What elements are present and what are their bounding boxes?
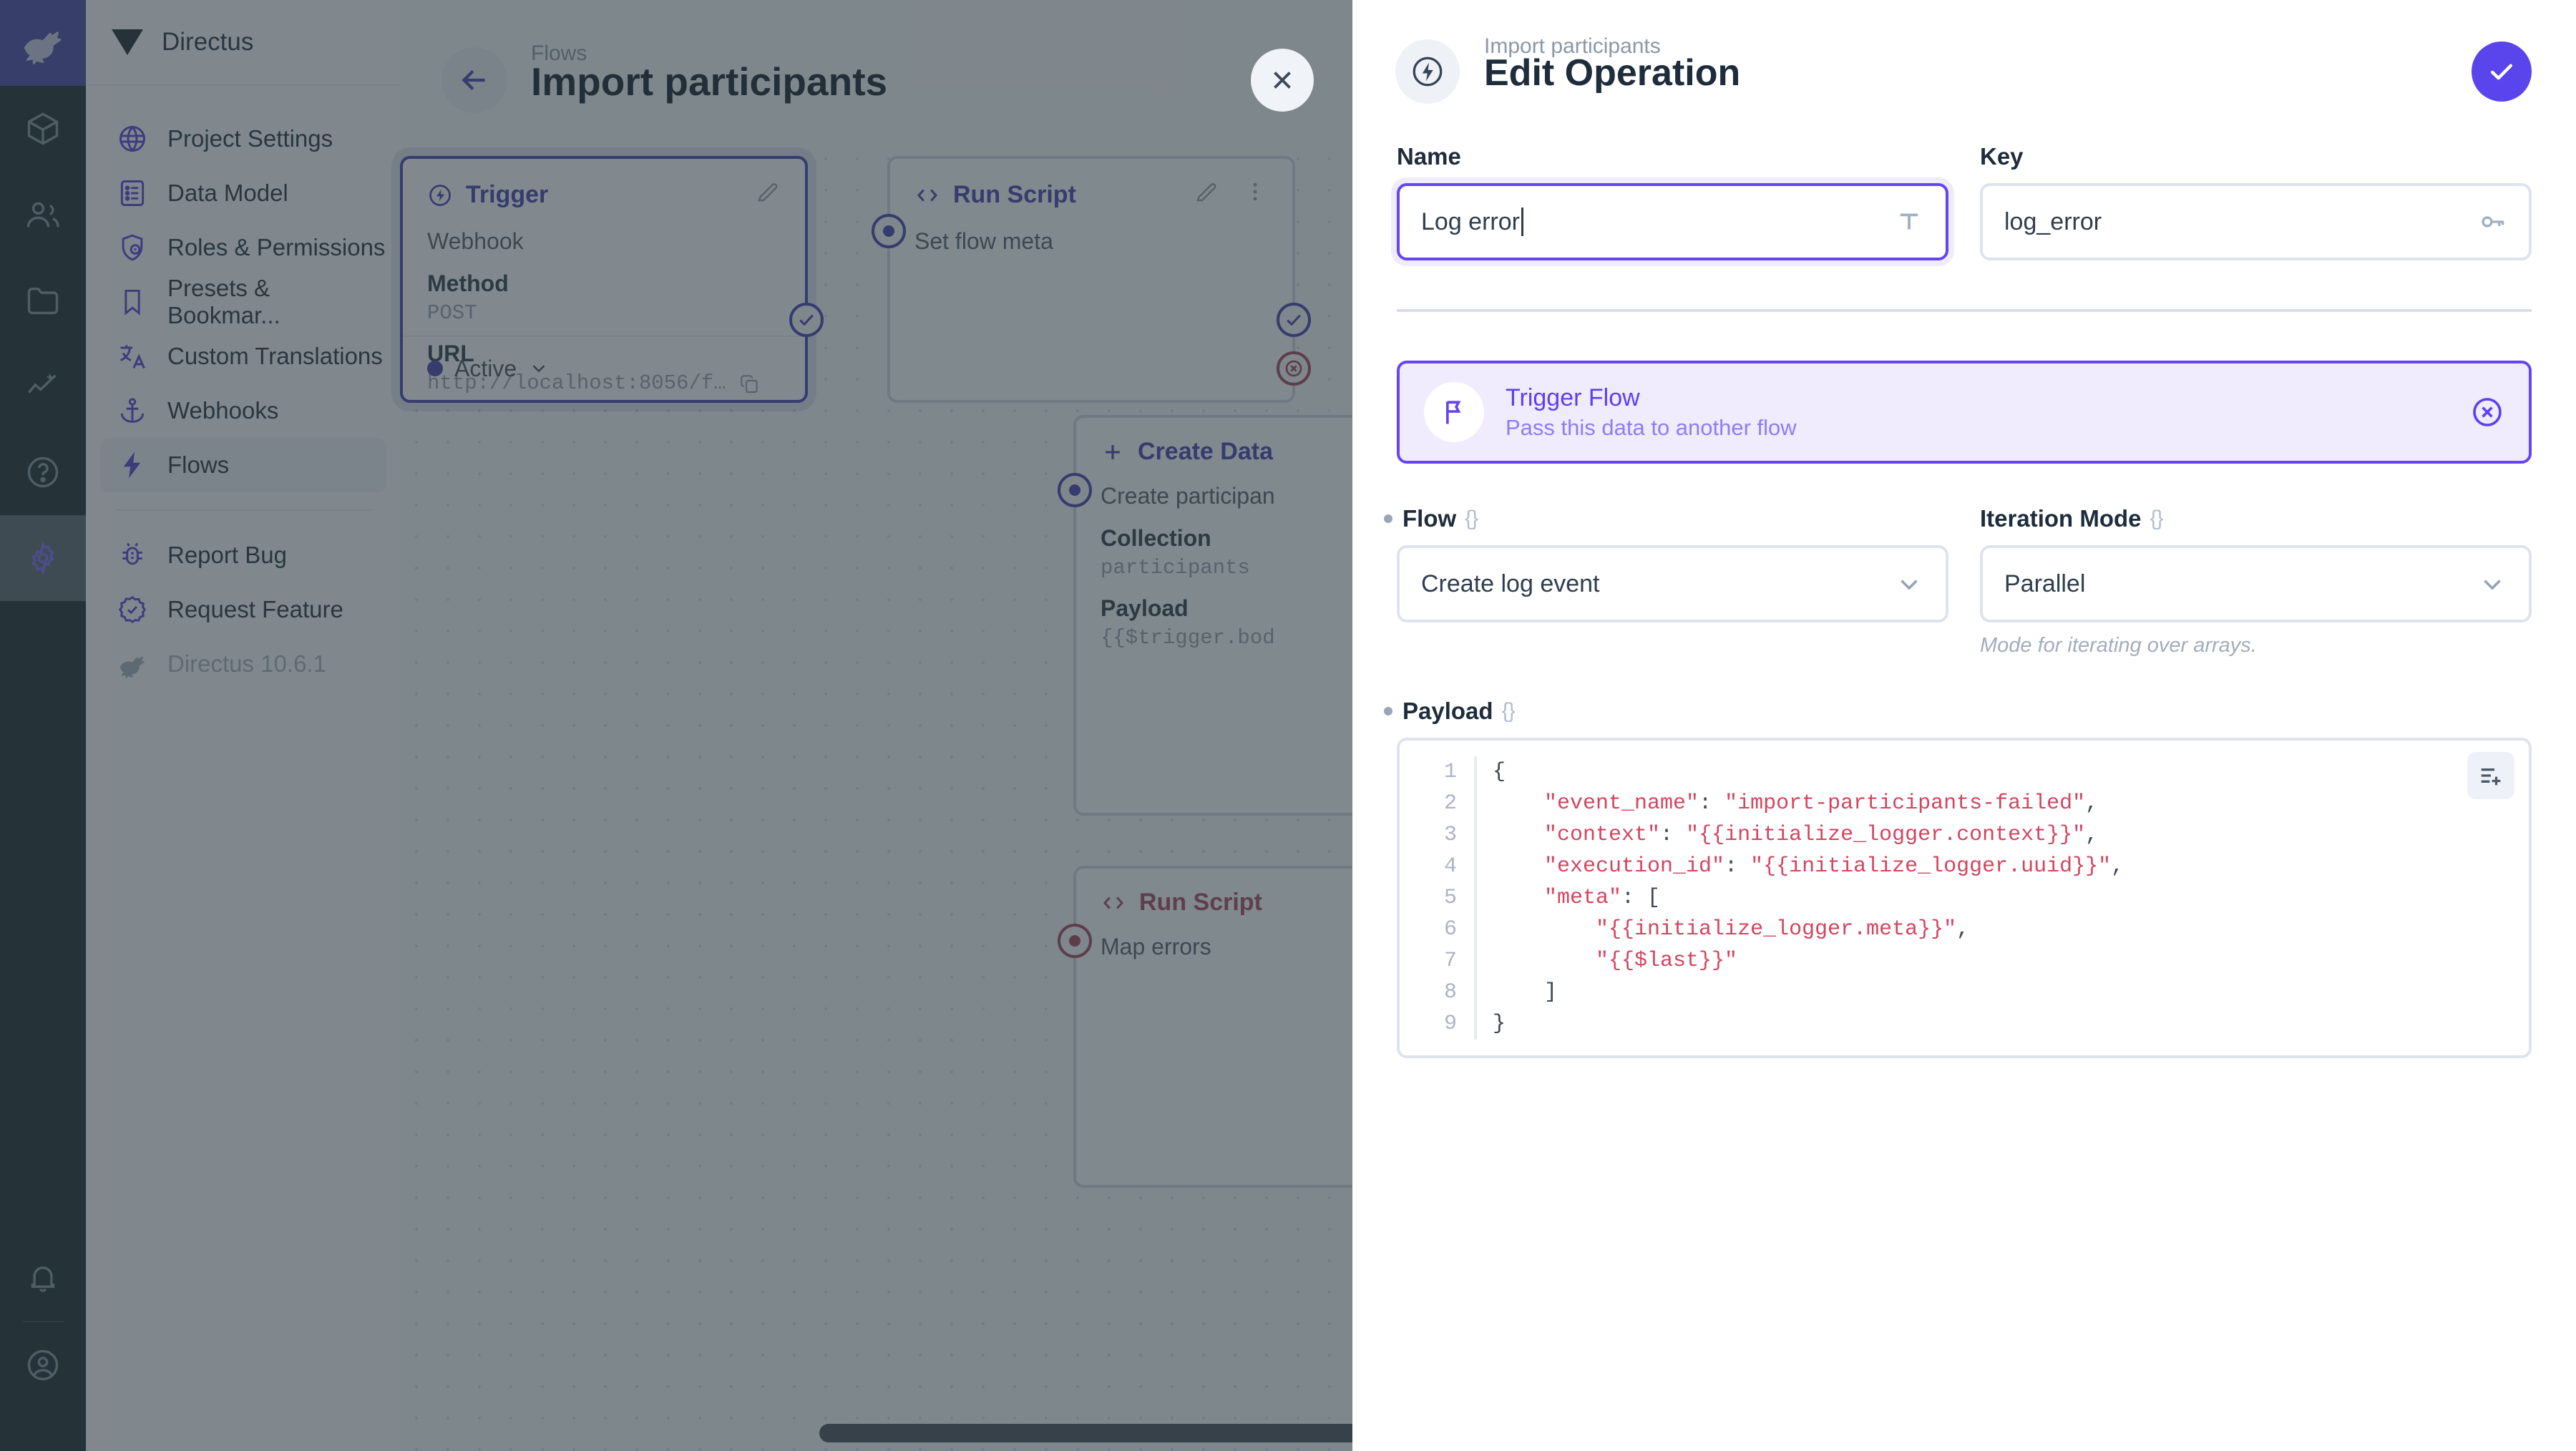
close-circle-icon[interactable] xyxy=(2470,395,2504,429)
braces-icon: {} xyxy=(1465,507,1478,530)
line-number: 9 xyxy=(1400,1008,1477,1040)
name-key-row: Name Log error Key log_error xyxy=(1397,143,2532,260)
drawer-title: Edit Operation xyxy=(1484,52,1741,94)
name-input-value: Log error xyxy=(1421,207,1520,235)
drawer-body: Name Log error Key log_error xyxy=(1352,143,2576,1058)
payload-field-label: Payload {} xyxy=(1397,698,2532,725)
text-caret xyxy=(1521,207,1523,236)
iteration-mode-group: Iteration Mode {} Parallel Mode for iter… xyxy=(1980,505,2532,658)
iteration-mode-select[interactable]: Parallel xyxy=(1980,545,2532,622)
chevron-down-icon xyxy=(2477,569,2507,599)
code-line-text: } xyxy=(1493,1012,1506,1036)
edit-operation-drawer: Import participants Edit Operation Name … xyxy=(1352,0,2576,1451)
key-icon xyxy=(2477,207,2507,237)
close-drawer-button[interactable] xyxy=(1251,49,1314,112)
add-lines-icon[interactable] xyxy=(2467,752,2514,799)
line-number: 1 xyxy=(1400,756,1477,788)
drawer-breadcrumb: Import participants xyxy=(1484,34,1661,58)
name-field-label: Name xyxy=(1397,143,1461,170)
drawer-header: Import participants Edit Operation xyxy=(1352,0,2576,143)
code-line-text: "execution_id": "{{initialize_logger.uui… xyxy=(1544,854,2124,879)
bolt-circle-icon xyxy=(1395,39,1460,104)
payload-code-editor[interactable]: 1{2 "event_name": "import-participants-f… xyxy=(1397,738,2532,1058)
chevron-down-icon xyxy=(1894,569,1924,599)
flow-field-group: Flow {} Create log event xyxy=(1397,505,1948,658)
banner-subtitle: Pass this data to another flow xyxy=(1506,414,1797,440)
code-line: 2 "event_name": "import-participants-fai… xyxy=(1400,788,2529,819)
line-number: 5 xyxy=(1400,882,1477,914)
flow-select-value: Create log event xyxy=(1421,570,1600,597)
code-line-text: "{{initialize_logger.meta}}", xyxy=(1596,917,1970,942)
payload-field-group: Payload {} 1{2 "event_name": "import-par… xyxy=(1397,698,2532,1058)
braces-icon: {} xyxy=(2150,507,2164,530)
line-number: 7 xyxy=(1400,945,1477,977)
line-number: 3 xyxy=(1400,819,1477,851)
code-line-text: "context": "{{initialize_logger.context}… xyxy=(1544,823,2099,847)
code-line: 9} xyxy=(1400,1008,2529,1040)
payload-code-lines: 1{2 "event_name": "import-participants-f… xyxy=(1400,756,2529,1040)
key-input[interactable]: log_error xyxy=(1980,183,2532,260)
code-line: 4 "execution_id": "{{initialize_logger.u… xyxy=(1400,851,2529,882)
code-line: 3 "context": "{{initialize_logger.contex… xyxy=(1400,819,2529,851)
flow-select[interactable]: Create log event xyxy=(1397,545,1948,622)
code-line: 7 "{{$last}}" xyxy=(1400,945,2529,977)
key-input-value: log_error xyxy=(2004,207,2102,235)
code-line: 6 "{{initialize_logger.meta}}", xyxy=(1400,914,2529,945)
text-format-icon[interactable] xyxy=(1894,207,1924,237)
flow-iteration-row: Flow {} Create log event Iteration Mode … xyxy=(1397,505,2532,658)
save-button[interactable] xyxy=(2472,41,2532,102)
iteration-mode-hint: Mode for iterating over arrays. xyxy=(1980,634,2257,657)
operation-type-banner[interactable]: Trigger Flow Pass this data to another f… xyxy=(1397,361,2532,464)
key-field-label: Key xyxy=(1980,143,2024,170)
code-line: 8 ] xyxy=(1400,977,2529,1008)
line-number: 2 xyxy=(1400,788,1477,819)
banner-title: Trigger Flow xyxy=(1506,383,1640,411)
section-divider xyxy=(1397,309,2532,312)
name-field-group: Name Log error xyxy=(1397,143,1948,260)
key-field-group: Key log_error xyxy=(1980,143,2532,260)
flow-field-label: Flow {} xyxy=(1397,505,1948,532)
line-number: 8 xyxy=(1400,977,1477,1008)
braces-icon: {} xyxy=(1501,699,1516,723)
code-line-text: "meta": [ xyxy=(1544,886,1661,910)
iteration-mode-label: Iteration Mode {} xyxy=(1980,505,2164,532)
code-line: 5 "meta": [ xyxy=(1400,882,2529,914)
flag-icon xyxy=(1424,382,1484,442)
line-number: 6 xyxy=(1400,914,1477,945)
code-line-text: ] xyxy=(1493,980,1558,1005)
code-line: 1{ xyxy=(1400,756,2529,788)
banner-text: Trigger Flow Pass this data to another f… xyxy=(1506,384,1797,441)
code-line-text: "{{$last}}" xyxy=(1596,949,1738,973)
name-input[interactable]: Log error xyxy=(1397,183,1948,260)
code-line-text: { xyxy=(1493,760,1506,784)
line-number: 4 xyxy=(1400,851,1477,882)
code-line-text: "event_name": "import-participants-faile… xyxy=(1544,791,2099,816)
iteration-mode-value: Parallel xyxy=(2004,570,2086,597)
